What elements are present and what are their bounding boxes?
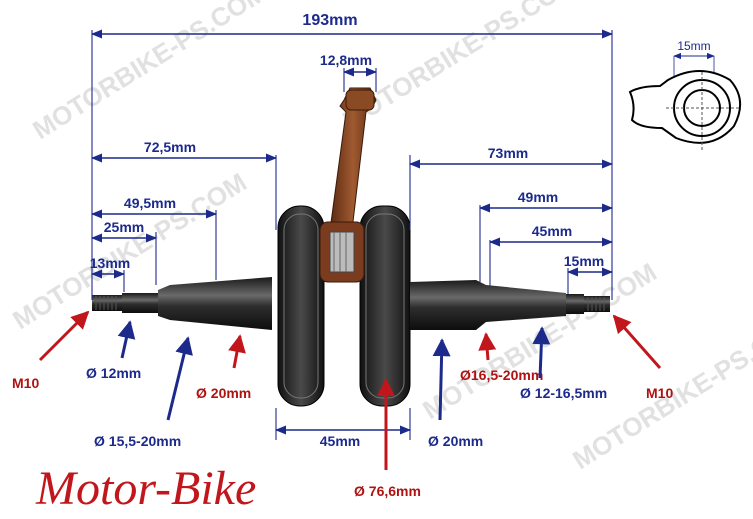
label-left-step: 25mm [104, 219, 144, 235]
right-shaft [410, 280, 610, 330]
inset-label: 15mm [677, 39, 710, 53]
arrow-left-thread [38, 310, 90, 362]
callout-left-thread: M10 [12, 375, 39, 391]
label-right-step: 45mm [532, 223, 572, 239]
left-shaft [92, 277, 272, 330]
arrow-right-step-dia [478, 332, 497, 361]
callout-left-end-dia: Ø 12mm [86, 365, 141, 381]
arrow-right-thread [612, 314, 662, 369]
right-flywheel [359, 205, 411, 407]
callout-right-shaft-dia: Ø 20mm [428, 433, 483, 449]
arrow-right-shaft-dia [432, 338, 451, 421]
brand-logo: Motor-Bike [35, 462, 256, 515]
callout-left-shaft-dia: Ø 20mm [196, 385, 251, 401]
small-end-inset: 15mm [628, 39, 741, 150]
label-rod-width: 12,8mm [320, 52, 372, 68]
dimension-labels: 193mm 12,8mm 72,5mm 73mm 49,5mm 25mm 13m… [90, 12, 604, 449]
watermark-text: MOTORBIKE-PS.COM [27, 0, 272, 145]
crankshaft [92, 87, 610, 407]
callout-right-taper-dia: Ø 12-16,5mm [520, 385, 607, 401]
label-web-gap: 45mm [320, 433, 360, 449]
dimension-lines [90, 29, 614, 440]
crank-pin [319, 221, 365, 283]
left-flywheel [277, 205, 325, 407]
callout-right-thread: M10 [646, 385, 673, 401]
label-overall: 193mm [302, 12, 357, 29]
callouts: M10 Ø 12mm Ø 15,5-20mm Ø 20mm Ø 20mm Ø16… [12, 310, 673, 499]
arrow-left-shaft-dia [228, 334, 246, 369]
label-right-end: 15mm [564, 253, 604, 269]
label-left-taper: 49,5mm [124, 195, 176, 211]
label-left-end: 13mm [90, 255, 130, 271]
callout-right-step-dia: Ø16,5-20mm [460, 367, 543, 383]
callout-flywheel-dia: Ø 76,6mm [354, 483, 421, 499]
arrow-left-taper-dia [166, 336, 193, 421]
label-right-taper: 49mm [518, 189, 558, 205]
label-right-to-web: 73mm [488, 145, 528, 161]
label-left-to-web: 72,5mm [144, 139, 196, 155]
watermark-text: MOTORBIKE-PS.COM [337, 0, 582, 135]
arrow-left-end-dia [117, 320, 136, 359]
arrow-right-taper-dia [532, 326, 551, 379]
callout-left-taper-dia: Ø 15,5-20mm [94, 433, 181, 449]
